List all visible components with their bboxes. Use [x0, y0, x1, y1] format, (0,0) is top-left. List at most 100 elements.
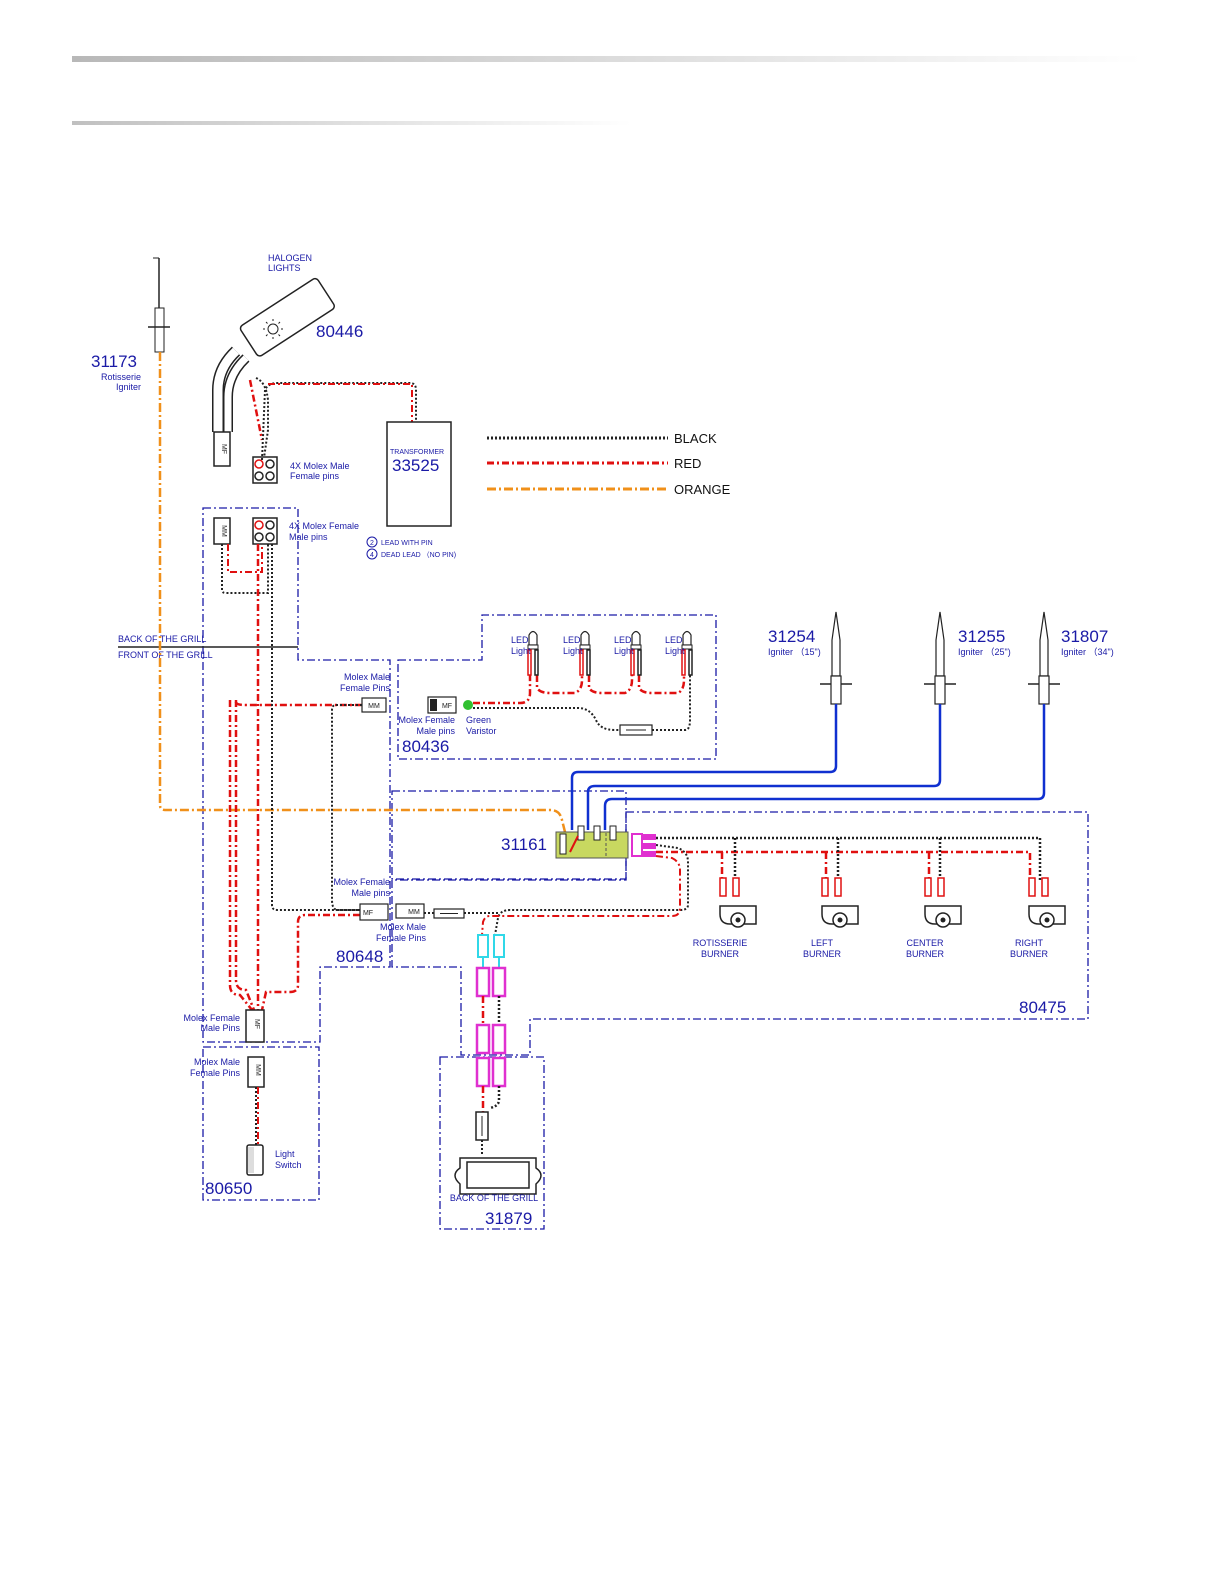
header-rule-top — [72, 56, 1142, 62]
halogen-number: 80446 — [316, 322, 363, 341]
svg-text:MF: MF — [253, 1019, 260, 1029]
svg-text:BURNER: BURNER — [701, 949, 740, 959]
halogen-lights: HALOGEN LIGHTS 80446 MF — [212, 253, 363, 467]
svg-text:Molex Male: Molex Male — [344, 672, 390, 682]
svg-text:MF: MF — [363, 910, 373, 917]
svg-text:Male Pins: Male Pins — [200, 1023, 240, 1033]
svg-text:Green: Green — [466, 715, 491, 725]
svg-text:Molex Female: Molex Female — [183, 1013, 240, 1023]
svg-text:LED: LED — [563, 635, 581, 645]
molex-male-top-connector: MM Molex Male Female Pins — [340, 672, 391, 713]
svg-text:Varistor: Varistor — [466, 726, 496, 736]
svg-text:MF: MF — [442, 703, 452, 710]
lead-notes: 2 LEAD WITH PIN 4 DEAD LEAD （NO PIN) — [366, 536, 456, 560]
svg-text:Igniter （34"): Igniter （34") — [1061, 647, 1114, 657]
svg-text:LEFT: LEFT — [811, 938, 834, 948]
main-harness-number: 80648 — [336, 947, 383, 966]
svg-text:RIGHT: RIGHT — [1015, 938, 1044, 948]
light-bulb-icon — [263, 319, 283, 339]
svg-text:ROTISSERIE: ROTISSERIE — [693, 938, 748, 948]
svg-text:LIGHTS: LIGHTS — [268, 263, 301, 273]
svg-text:LEAD WITH PIN: LEAD WITH PIN — [381, 540, 433, 547]
svg-text:LED: LED — [665, 635, 683, 645]
battery-connector-chain: BACK OF THE GRILL 31879 — [450, 934, 542, 1228]
battery-number: 31879 — [485, 1209, 532, 1228]
switch-harness-number: 80650 — [205, 1179, 252, 1198]
svg-text:31807: 31807 — [1061, 627, 1108, 646]
frame-80650 — [202, 1046, 320, 1201]
svg-text:2: 2 — [370, 540, 374, 547]
led-harness-number: 80436 — [402, 737, 449, 756]
svg-text:Female Pins: Female Pins — [340, 683, 391, 693]
svg-text:Molex Male: Molex Male — [194, 1057, 240, 1067]
svg-text:Igniter: Igniter — [116, 382, 141, 392]
svg-text:DEAD LEAD （NO PIN): DEAD LEAD （NO PIN) — [381, 551, 456, 559]
header-rule-sub — [72, 121, 632, 125]
svg-text:Molex Female: Molex Female — [333, 877, 390, 887]
svg-text:4X Molex Male: 4X Molex Male — [290, 461, 350, 471]
svg-text:Molex Female: Molex Female — [398, 715, 455, 725]
svg-text:Light: Light — [563, 646, 583, 656]
svg-text:BACK OF THE GRILL: BACK OF THE GRILL — [450, 1193, 538, 1203]
svg-text:MF: MF — [220, 444, 227, 454]
svg-text:Female Pins: Female Pins — [190, 1068, 241, 1078]
svg-text:Switch: Switch — [275, 1160, 302, 1170]
svg-text:CENTER: CENTER — [906, 938, 944, 948]
svg-text:4: 4 — [370, 552, 374, 559]
back-of-grill-label: BACK OF THE GRILL — [118, 634, 206, 644]
svg-text:Light: Light — [275, 1149, 295, 1159]
legend-orange-label: ORANGE — [674, 482, 731, 497]
svg-text:HALOGEN: HALOGEN — [268, 253, 312, 263]
frame-80436 — [397, 614, 717, 760]
svg-text:MM: MM — [254, 1064, 261, 1076]
svg-text:Light: Light — [511, 646, 531, 656]
svg-text:BURNER: BURNER — [1010, 949, 1049, 959]
svg-text:Male pins: Male pins — [351, 888, 390, 898]
main-harness-connectors: MF MM Molex Female Male pins Molex Male … — [333, 877, 465, 966]
led-harness: MF Molex Female Male pins Green Varistor… — [398, 675, 691, 756]
legend-red-label: RED — [674, 456, 701, 471]
front-of-grill-label: FRONT OF THE GRILL — [118, 650, 213, 660]
svg-text:MM: MM — [408, 909, 420, 916]
svg-text:Igniter （25"): Igniter （25") — [958, 647, 1011, 657]
burner-harness-number: 80475 — [1019, 998, 1066, 1017]
svg-text:LED: LED — [511, 635, 529, 645]
svg-text:LED: LED — [614, 635, 632, 645]
svg-text:Igniter （15"): Igniter （15") — [768, 647, 821, 657]
burner-wires — [424, 836, 1042, 936]
burners: ROTISSERIEBURNERLEFTBURNERCENTERBURNERRI… — [693, 877, 1066, 959]
svg-text:Female Pins: Female Pins — [376, 933, 427, 943]
svg-text:Female pins: Female pins — [290, 471, 340, 481]
orange-wire — [158, 352, 568, 837]
svg-text:MM: MM — [220, 525, 227, 537]
frame-80648 — [202, 507, 391, 1043]
switch-harness: MF Molex Female Male Pins MM Molex Male … — [183, 1009, 302, 1198]
svg-text:BURNER: BURNER — [803, 949, 842, 959]
harness-top-connectors: MM 4X Molex Female Male pins — [213, 517, 359, 545]
transformer-number: 33525 — [392, 456, 439, 475]
legend: BLACK RED ORANGE — [487, 431, 731, 497]
svg-text:31254: 31254 — [768, 627, 815, 646]
svg-text:TRANSFORMER: TRANSFORMER — [390, 449, 444, 456]
svg-text:MM: MM — [368, 703, 380, 710]
svg-text:BURNER: BURNER — [906, 949, 945, 959]
svg-text:Molex Male: Molex Male — [380, 922, 426, 932]
svg-text:Male pins: Male pins — [416, 726, 455, 736]
spark-module: 31161 — [501, 825, 656, 859]
transformer: TRANSFORMER 33525 — [261, 382, 452, 527]
molex-4x-male-connector: 4X Molex Male Female pins — [252, 456, 350, 484]
svg-text:Male pins: Male pins — [289, 532, 328, 542]
